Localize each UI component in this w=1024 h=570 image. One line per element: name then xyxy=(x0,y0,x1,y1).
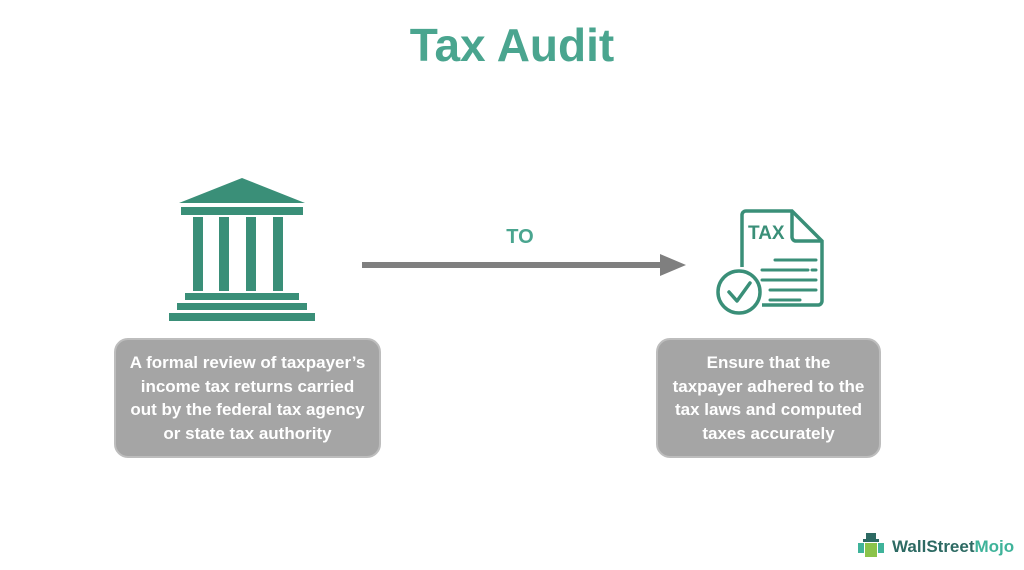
arrow-label: TO xyxy=(506,226,534,248)
doc-icon-text: TAX xyxy=(748,223,785,244)
definition-box: A formal review of taxpayer’s income tax… xyxy=(114,338,381,458)
government-building-icon xyxy=(169,178,315,321)
page-title: Tax Audit xyxy=(409,19,615,71)
tax-document-check-icon: TAX xyxy=(716,209,824,315)
arrow-icon xyxy=(362,254,686,276)
logo-text-mojo: Mojo xyxy=(974,537,1015,556)
purpose-box: Ensure that the taxpayer adhered to the … xyxy=(656,338,881,458)
logo-mascot-icon xyxy=(858,533,884,557)
logo-text-wallstreet: WallStreet xyxy=(892,537,975,556)
